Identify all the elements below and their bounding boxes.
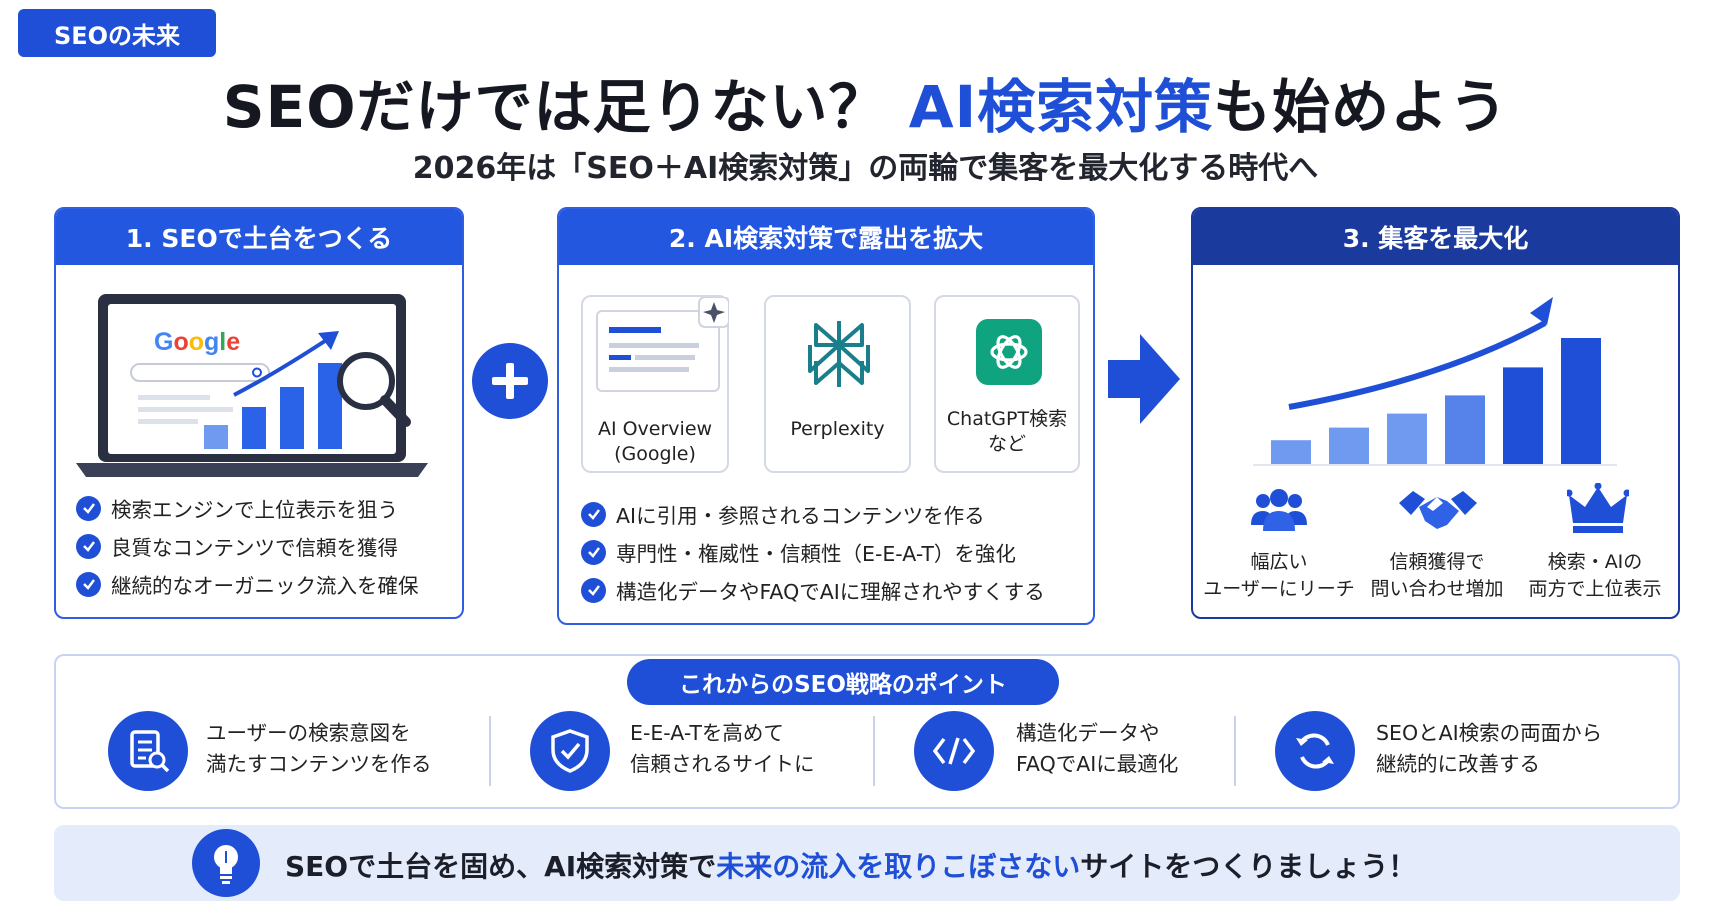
handshake-icon: [1399, 491, 1477, 529]
title-tail: も始めよう: [1213, 73, 1509, 141]
shield-check-icon: [530, 711, 610, 791]
growth-bar: [1561, 338, 1601, 464]
title-accent: AI検索対策: [908, 73, 1214, 141]
check-text: 良質なコンテンツで信頼を獲得: [111, 536, 398, 560]
page-title: SEOだけでは足りない？ AI検索対策も始めよう: [0, 60, 1731, 144]
list-item: 専門性・権威性・信頼性（E-E-A-T）を強化: [581, 533, 1045, 571]
check-text: 検索エンジンで上位表示を狙う: [111, 498, 398, 522]
arrow-right-icon: [1108, 334, 1180, 424]
result-label: 信頼獲得で問い合わせ増加: [1370, 551, 1504, 600]
result-label: 幅広いユーザーにリーチ: [1203, 551, 1355, 600]
point-text: E-E-A-Tを高めて信頼されるサイトに: [630, 721, 815, 776]
conclusion-highlight: 未来の流入を取りこぼさない: [716, 850, 1081, 883]
result-label: 検索・AIの両方で上位表示: [1528, 551, 1662, 600]
refresh-icon: [1275, 711, 1355, 791]
step2-heading: 2. AI検索対策で露出を拡大: [559, 209, 1093, 265]
tool-label: ChatGPT検索など: [946, 408, 1068, 455]
check-icon: [581, 501, 606, 527]
step1-heading: 1. SEOで土台をつくる: [56, 209, 462, 265]
conclusion-text: SEOで土台を固め、AI検索対策で未来の流入を取りこぼさないサイトをつくりましょ…: [285, 850, 1417, 883]
tool-label: Perplexity: [790, 418, 885, 440]
point-divider: [489, 716, 491, 786]
tool-label: AI Overview(Google): [597, 418, 713, 465]
point-divider: [873, 716, 875, 786]
check-icon: [76, 571, 101, 597]
users-icon: [1251, 489, 1307, 531]
google-logo: Google: [154, 328, 240, 356]
code-icon: [914, 711, 994, 791]
list-item: AIに引用・参照されるコンテンツを作る: [581, 495, 1045, 533]
growth-bar: [1271, 440, 1311, 464]
list-item: 良質なコンテンツで信頼を獲得: [76, 527, 419, 565]
check-text: 専門性・権威性・信頼性（E-E-A-T）を強化: [616, 542, 1016, 566]
step1-card: 1. SEOで土台をつくる Google 検索エンジンで上位表示を狙う 良質なコ…: [54, 207, 464, 619]
tool-card-chatgpt: ChatGPT検索など: [934, 295, 1080, 473]
step2-checklist: AIに引用・参照されるコンテンツを作る 専門性・権威性・信頼性（E-E-A-T）…: [581, 495, 1045, 609]
check-text: AIに引用・参照されるコンテンツを作る: [616, 504, 985, 528]
chatgpt-icon: [976, 319, 1042, 385]
page-subtitle: 2026年は「SEO＋AI検索対策」の両輪で集客を最大化する時代へ: [412, 151, 1319, 186]
check-text: 継続的なオーガニック流入を確保: [111, 574, 419, 598]
conclusion-banner: [54, 825, 1680, 901]
growth-bar: [1329, 427, 1369, 464]
laptop-search-illustration: Google: [76, 294, 428, 477]
ai-overview-icon: [596, 297, 729, 392]
title-main: SEOだけでは足りない？: [222, 73, 888, 141]
category-tag: SEOの未来: [18, 9, 216, 57]
tool-card-ai-overview: AI Overview(Google): [581, 295, 729, 473]
list-item: 構造化データやFAQでAIに理解されやすくする: [581, 571, 1045, 609]
plus-icon: [472, 343, 548, 419]
document-search-icon: [108, 711, 188, 791]
step3-card: 3. 集客を最大化 幅広いユーザーにリーチ 信頼獲得で問い合わせ増加 検索・AI…: [1191, 207, 1680, 619]
lightbulb-icon: [192, 829, 260, 897]
check-icon: [76, 495, 101, 521]
point-text: ユーザーの検索意図を満たすコンテンツを作る: [206, 721, 432, 776]
growth-bar: [1503, 367, 1543, 464]
crown-icon: [1567, 483, 1629, 533]
step2-card: 2. AI検索対策で露出を拡大 AI Overview(Google) Perp…: [557, 207, 1095, 625]
check-icon: [76, 533, 101, 559]
growth-bar: [1387, 413, 1427, 464]
list-item: 検索エンジンで上位表示を狙う: [76, 489, 419, 527]
step3-heading: 3. 集客を最大化: [1193, 209, 1678, 265]
growth-bar: [1445, 395, 1485, 464]
check-icon: [581, 577, 606, 603]
list-item: 継続的なオーガニック流入を確保: [76, 565, 419, 603]
growth-chart: [1253, 297, 1617, 466]
tool-card-perplexity: Perplexity: [764, 295, 911, 473]
check-text: 構造化データやFAQでAIに理解されやすくする: [616, 580, 1045, 604]
perplexity-icon: [808, 321, 870, 387]
point-divider: [1234, 716, 1236, 786]
point-text: SEOとAI検索の両面から継続的に改善する: [1376, 721, 1603, 776]
step1-checklist: 検索エンジンで上位表示を狙う 良質なコンテンツで信頼を獲得 継続的なオーガニック…: [76, 489, 419, 603]
strategy-points-heading: これからのSEO戦略のポイント: [627, 659, 1059, 705]
check-icon: [581, 539, 606, 565]
